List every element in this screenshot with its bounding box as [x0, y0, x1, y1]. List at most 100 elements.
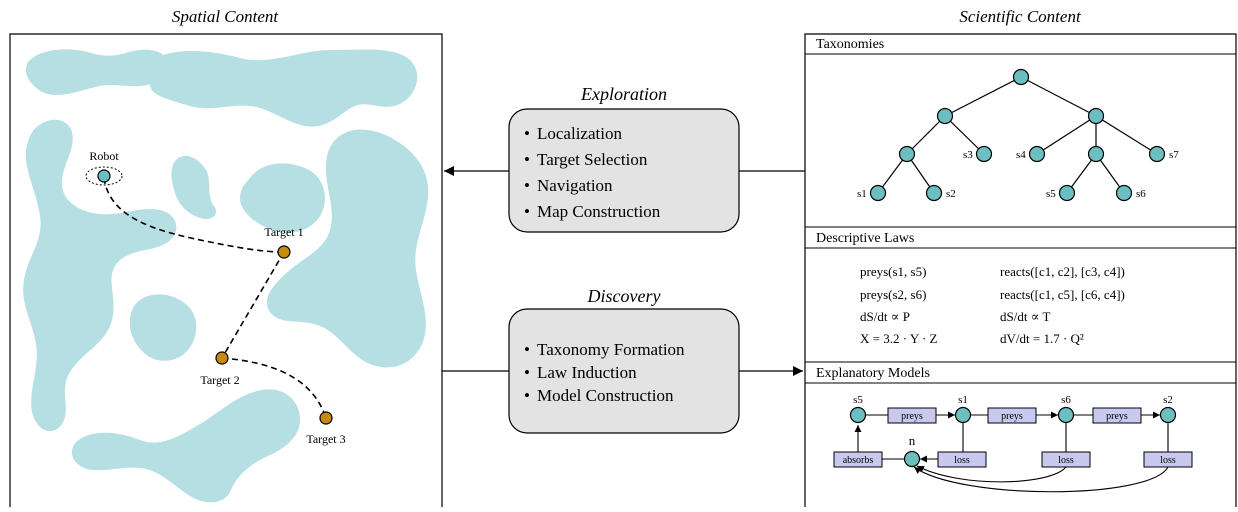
target-1-marker [277, 245, 291, 259]
discovery-item: Taxonomy Formation [537, 340, 685, 359]
water-region [240, 163, 325, 233]
model-process-labels: preys preys preys absorbs loss loss loss [843, 411, 1176, 466]
water-region [71, 389, 301, 503]
science-frame [804, 33, 1237, 507]
discovery-title: Discovery [587, 286, 661, 306]
tree-node-s7 [1148, 145, 1166, 163]
tree-edges [877, 76, 1158, 194]
model-process-boxes [833, 407, 1193, 468]
robot-uncertainty-ellipse [85, 166, 123, 186]
target-2-label: Target 2 [200, 373, 239, 387]
tree-label-s2: s2 [946, 188, 956, 200]
target-3-marker [319, 411, 333, 425]
tree-edge [877, 153, 908, 194]
list-bullet: • [524, 363, 530, 382]
robot-label: Robot [89, 149, 119, 163]
model-label-s2: s2 [1163, 394, 1173, 406]
preys-label: preys [1001, 411, 1023, 422]
loss-box [1143, 451, 1193, 468]
process-model: preys preys preys absorbs loss loss loss… [833, 394, 1193, 493]
law-item: preys(s2, s6) [860, 287, 926, 302]
tree-label-s6: s6 [1136, 188, 1146, 200]
tree-node-s6 [1115, 184, 1133, 202]
exploration-item: Target Selection [537, 150, 648, 169]
water-region [150, 49, 418, 127]
tree-edge [906, 115, 946, 155]
tree-edge [1020, 76, 1097, 117]
tree-node [936, 107, 954, 125]
list-bullet: • [524, 176, 530, 195]
model-edges [854, 411, 1169, 493]
model-node-s2 [1159, 406, 1177, 424]
tree-node [1087, 107, 1105, 125]
loss-label: loss [1160, 455, 1176, 466]
exploration-title: Exploration [580, 84, 667, 104]
path-target2-to-target3 [221, 357, 327, 419]
water-region [25, 49, 169, 96]
robot: Robot [85, 149, 123, 186]
tree-node [1087, 145, 1105, 163]
tree-label-s5: s5 [1046, 188, 1056, 200]
tree-label-s1: s1 [857, 188, 867, 200]
discovery-item: Law Induction [537, 363, 637, 382]
model-edge [913, 466, 1169, 493]
explanatory-models-heading: Explanatory Models [816, 366, 930, 381]
model-label-s6: s6 [1061, 394, 1071, 406]
tree-label-s4: s4 [1016, 149, 1026, 161]
exploration-item: Localization [537, 124, 622, 143]
tree-node-s4 [1028, 145, 1046, 163]
preys-box [887, 407, 937, 424]
taxonomy-tree: s1 s2 s3 s4 s5 s6 s7 [857, 68, 1179, 202]
preys-label: preys [901, 411, 923, 422]
discovery-item: Model Construction [537, 386, 674, 405]
exploration-item: Navigation [537, 176, 613, 195]
model-node-s1 [954, 406, 972, 424]
tree-node-s5 [1058, 184, 1076, 202]
target-1-label: Target 1 [264, 225, 303, 239]
spatial-content-title: Spatial Content [172, 7, 280, 26]
tree-nodes [869, 68, 1166, 202]
law-item: preys(s1, s5) [860, 264, 926, 279]
model-node-s5 [849, 406, 867, 424]
model-nodes [849, 406, 1177, 468]
model-node-labels: s5 s1 s6 s2 n [853, 394, 1173, 448]
exploration-item: Map Construction [537, 202, 661, 221]
descriptive-laws-heading: Descriptive Laws [816, 231, 914, 246]
law-item: X = 3.2 · Y · Z [860, 331, 938, 346]
law-item: dS/dt ∝ P [860, 309, 910, 324]
preys-box [1092, 407, 1142, 424]
discovery-list: • Taxonomy Formation • Law Induction • M… [524, 340, 685, 405]
tree-node-s3 [975, 145, 993, 163]
model-edge [916, 465, 1067, 483]
law-item: reacts([c1, c5], [c6, c4]) [1000, 287, 1125, 302]
tree-labels: s1 s2 s3 s4 s5 s6 s7 [857, 149, 1179, 200]
law-item: dS/dt ∝ T [1000, 309, 1051, 324]
water-region [23, 119, 177, 432]
map-frame [9, 33, 443, 507]
path-target1-to-target2 [221, 251, 285, 359]
tree-node [898, 145, 916, 163]
model-label-s5: s5 [853, 394, 863, 406]
tree-edge [944, 115, 985, 155]
tree-edge [1036, 115, 1097, 155]
scientific-content-title: Scientific Content [959, 7, 1082, 26]
robot-marker [97, 169, 111, 183]
preys-box [987, 407, 1037, 424]
list-bullet: • [524, 340, 530, 359]
water-region [171, 155, 217, 220]
model-label-s1: s1 [958, 394, 968, 406]
absorbs-label: absorbs [843, 455, 874, 466]
water-region [129, 294, 197, 361]
taxonomies-heading: Taxonomies [816, 37, 884, 52]
laws-list: preys(s1, s5) preys(s2, s6) dS/dt ∝ P X … [860, 264, 1125, 346]
tree-label-s3: s3 [963, 149, 973, 161]
tree-label-s7: s7 [1169, 149, 1179, 161]
list-bullet: • [524, 124, 530, 143]
map-water-regions [23, 49, 429, 503]
loss-label: loss [1058, 455, 1074, 466]
exploration-list: • Localization • Target Selection • Navi… [524, 124, 661, 221]
tree-edge [944, 76, 1022, 117]
model-label-n: n [909, 433, 916, 448]
target-2-marker [215, 351, 229, 365]
